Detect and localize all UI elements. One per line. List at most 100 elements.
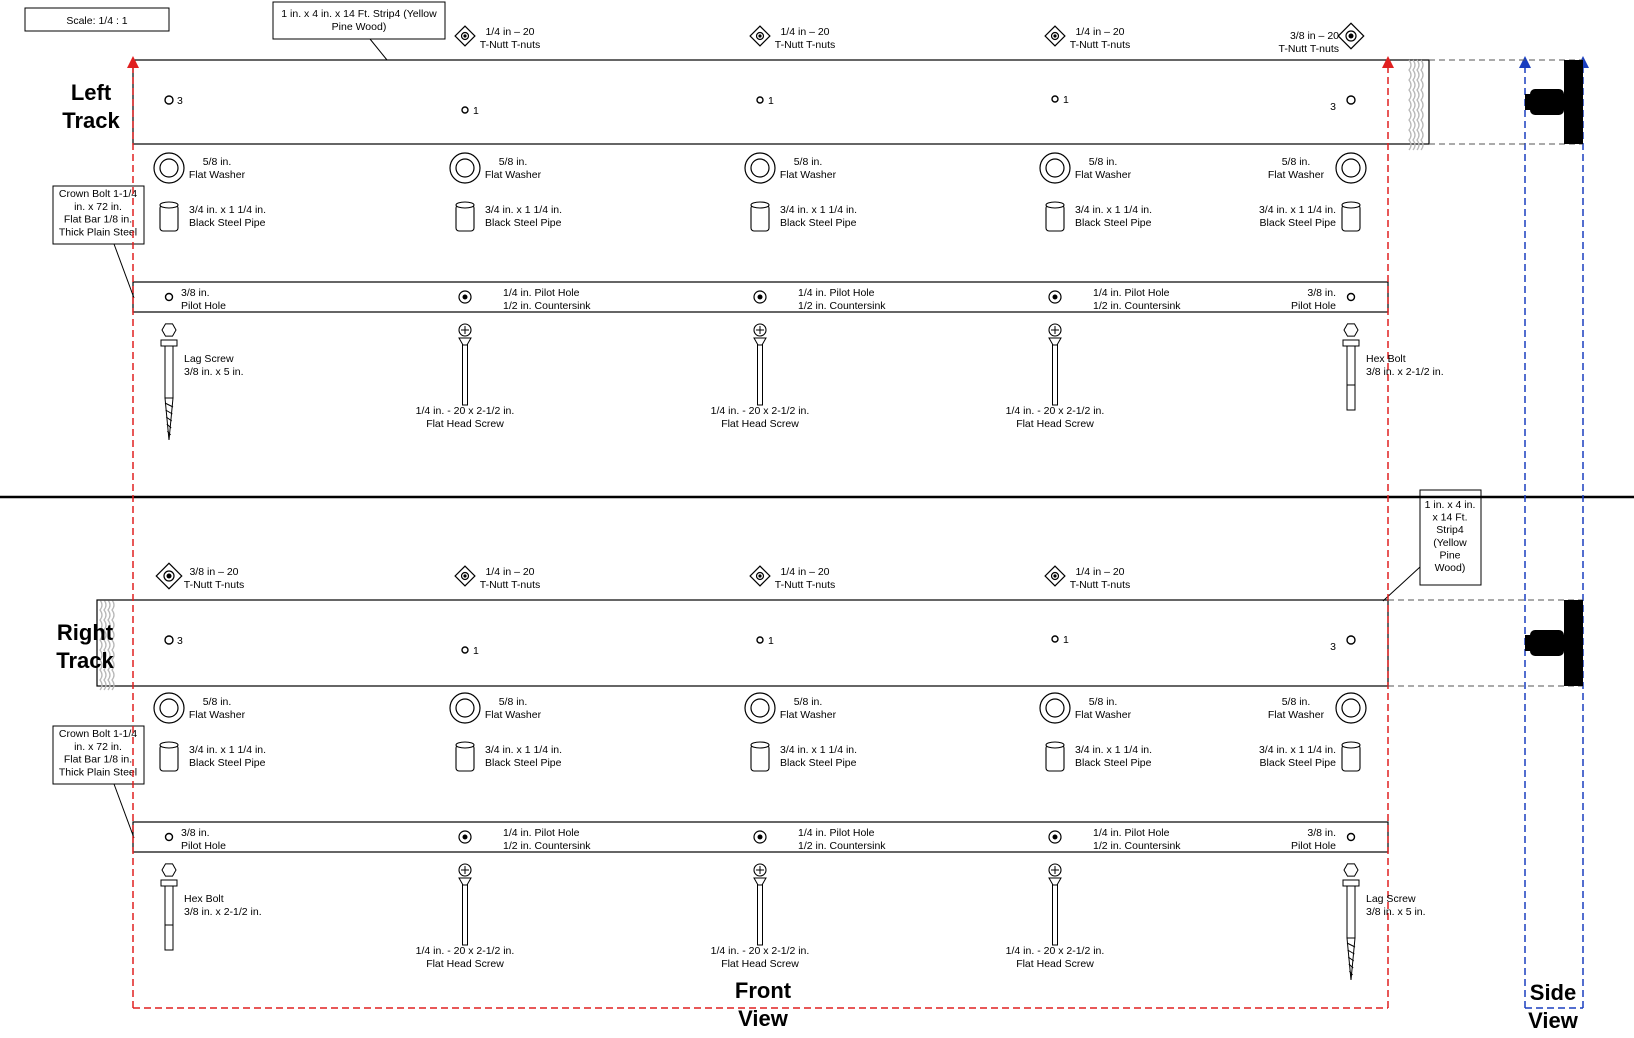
washer-inner — [159, 698, 179, 718]
tnut-icon — [454, 565, 476, 587]
flat-head-screw-icon — [1048, 323, 1062, 406]
washer-label-line: Flat Washer — [780, 169, 837, 181]
left-wood-strip — [132, 59, 1430, 145]
pilot-hole-icon — [164, 292, 174, 302]
right-wood-strip — [96, 599, 1389, 687]
countersink-inner — [1052, 294, 1058, 300]
pipe-body — [159, 744, 179, 772]
tnut-label-line: T-Nutt T-nuts — [1070, 579, 1131, 591]
pipe-body — [1045, 744, 1065, 772]
pipe-label-line: 3/4 in. x 1 1/4 in. — [485, 204, 562, 216]
washer-inner — [1341, 158, 1361, 178]
flat-head-screw-icon — [753, 863, 767, 946]
tnut-bore — [1053, 34, 1057, 38]
lag-thread — [1349, 970, 1353, 976]
pipe-label-line: Black Steel Pipe — [780, 217, 857, 229]
fastener-label-line: 1/4 in. - 20 x 2-1/2 in. — [416, 945, 515, 957]
pipe-label-line: Black Steel Pipe — [1260, 757, 1337, 769]
pilot-hole-icon — [461, 646, 469, 654]
fastener-label-line: Flat Head Screw — [426, 418, 504, 430]
countersink-hole-icon — [458, 830, 472, 844]
screw-shank — [462, 884, 468, 946]
washer-label: 5/8 in.Flat Washer — [1075, 696, 1132, 721]
pipe-body — [1341, 744, 1361, 772]
lag-screw-icon — [160, 323, 178, 441]
screw-countersunk-head — [458, 337, 472, 346]
countersink-inner — [462, 834, 468, 840]
tnut-label-line: 3/8 in – 20 — [189, 566, 238, 578]
pipe-label-line: Black Steel Pipe — [189, 217, 266, 229]
pipe-label: 3/4 in. x 1 1/4 in.Black Steel Pipe — [485, 744, 562, 769]
lag-thread — [167, 430, 171, 436]
lag-shank — [1346, 885, 1356, 939]
steel-pipe-icon — [750, 741, 770, 772]
tnut-label-line: T-Nutt T-nuts — [480, 39, 541, 51]
countersink-inner — [757, 834, 763, 840]
bar-hole-label-line: 1/4 in. Pilot Hole — [1093, 827, 1170, 839]
strip-hole-label: 3 — [177, 635, 183, 647]
steel-pipe-icon — [1341, 741, 1361, 772]
left-track-label-line: Left — [71, 80, 112, 105]
pilot-hole-icon — [1346, 832, 1356, 842]
screw-countersunk-head — [753, 337, 767, 346]
tnut-bore — [758, 34, 762, 38]
fastener-label: 1/4 in. - 20 x 2-1/2 in.Flat Head Screw — [711, 405, 810, 430]
tnut-label-line: T-Nutt T-nuts — [184, 579, 245, 591]
front-view-label-line: View — [738, 1006, 789, 1031]
steel-pipe-icon — [1341, 201, 1361, 232]
flat-washer-icon — [153, 692, 185, 724]
tnut-icon — [1044, 565, 1066, 587]
strip-callout-label-line: Pine Wood) — [332, 21, 387, 33]
screw-shank — [757, 884, 763, 946]
bolt-head — [1342, 339, 1360, 347]
washer-label-line: Flat Washer — [1268, 169, 1325, 181]
pipe-label-line: Black Steel Pipe — [1075, 217, 1152, 229]
strip-hole-label: 3 — [1330, 101, 1336, 113]
pipe-label-line: 3/4 in. x 1 1/4 in. — [780, 204, 857, 216]
flat-washer-icon — [1335, 692, 1367, 724]
crown-bolt-callout-top-box — [52, 185, 145, 245]
screw-countersunk-head — [458, 877, 472, 886]
washer-label: 5/8 in.Flat Washer — [1075, 156, 1132, 181]
countersink-hole-icon — [458, 290, 472, 304]
pipe-label: 3/4 in. x 1 1/4 in.Black Steel Pipe — [189, 744, 266, 769]
left-wood-break — [1408, 59, 1424, 151]
pipe-label-line: Black Steel Pipe — [485, 217, 562, 229]
steel-pipe-icon — [159, 201, 179, 232]
tnut-icon — [155, 562, 183, 590]
bolt-hex-top — [1343, 323, 1359, 337]
washer-label-line: 5/8 in. — [499, 156, 528, 168]
bar-hole-label: 3/8 in.Pilot Hole — [181, 287, 226, 312]
pilot-hole-icon — [756, 636, 764, 644]
lag-thread — [166, 423, 172, 429]
fastener-label: 1/4 in. - 20 x 2-1/2 in.Flat Head Screw — [1006, 405, 1105, 430]
strip-hole-label-line: 1 — [768, 95, 774, 107]
hex-bolt-icon — [1342, 323, 1360, 411]
strip-hole-label-line: 3 — [177, 95, 183, 107]
bar-hole-label-line: 1/4 in. Pilot Hole — [798, 287, 875, 299]
crown-bolt-callout-bottom-box — [52, 725, 145, 785]
washer-inner — [455, 158, 475, 178]
bar-hole-label-line: 1/2 in. Countersink — [1093, 300, 1181, 312]
pipe-label: 3/4 in. x 1 1/4 in.Black Steel Pipe — [780, 204, 857, 229]
washer-label-line: Flat Washer — [780, 709, 837, 721]
tnut-label-line: T-Nutt T-nuts — [775, 579, 836, 591]
strip-hole-label: 3 — [1330, 641, 1336, 653]
fastener-label-line: 1/4 in. - 20 x 2-1/2 in. — [1006, 945, 1105, 957]
pipe-label-line: 3/4 in. x 1 1/4 in. — [1075, 744, 1152, 756]
strip-hole-label: 1 — [768, 635, 774, 647]
washer-inner — [455, 698, 475, 718]
lag-thread — [1346, 942, 1356, 948]
countersink-hole-icon — [1048, 290, 1062, 304]
washer-inner — [159, 158, 179, 178]
steel-pipe-icon — [455, 741, 475, 772]
bar-hole-label-line: 1/4 in. Pilot Hole — [798, 827, 875, 839]
fastener-label-line: 1/4 in. - 20 x 2-1/2 in. — [416, 405, 515, 417]
washer-inner — [750, 158, 770, 178]
pipe-body — [1045, 204, 1065, 232]
washer-label-line: 5/8 in. — [499, 696, 528, 708]
screw-shank — [1052, 884, 1058, 946]
tnut-bore — [463, 34, 467, 38]
